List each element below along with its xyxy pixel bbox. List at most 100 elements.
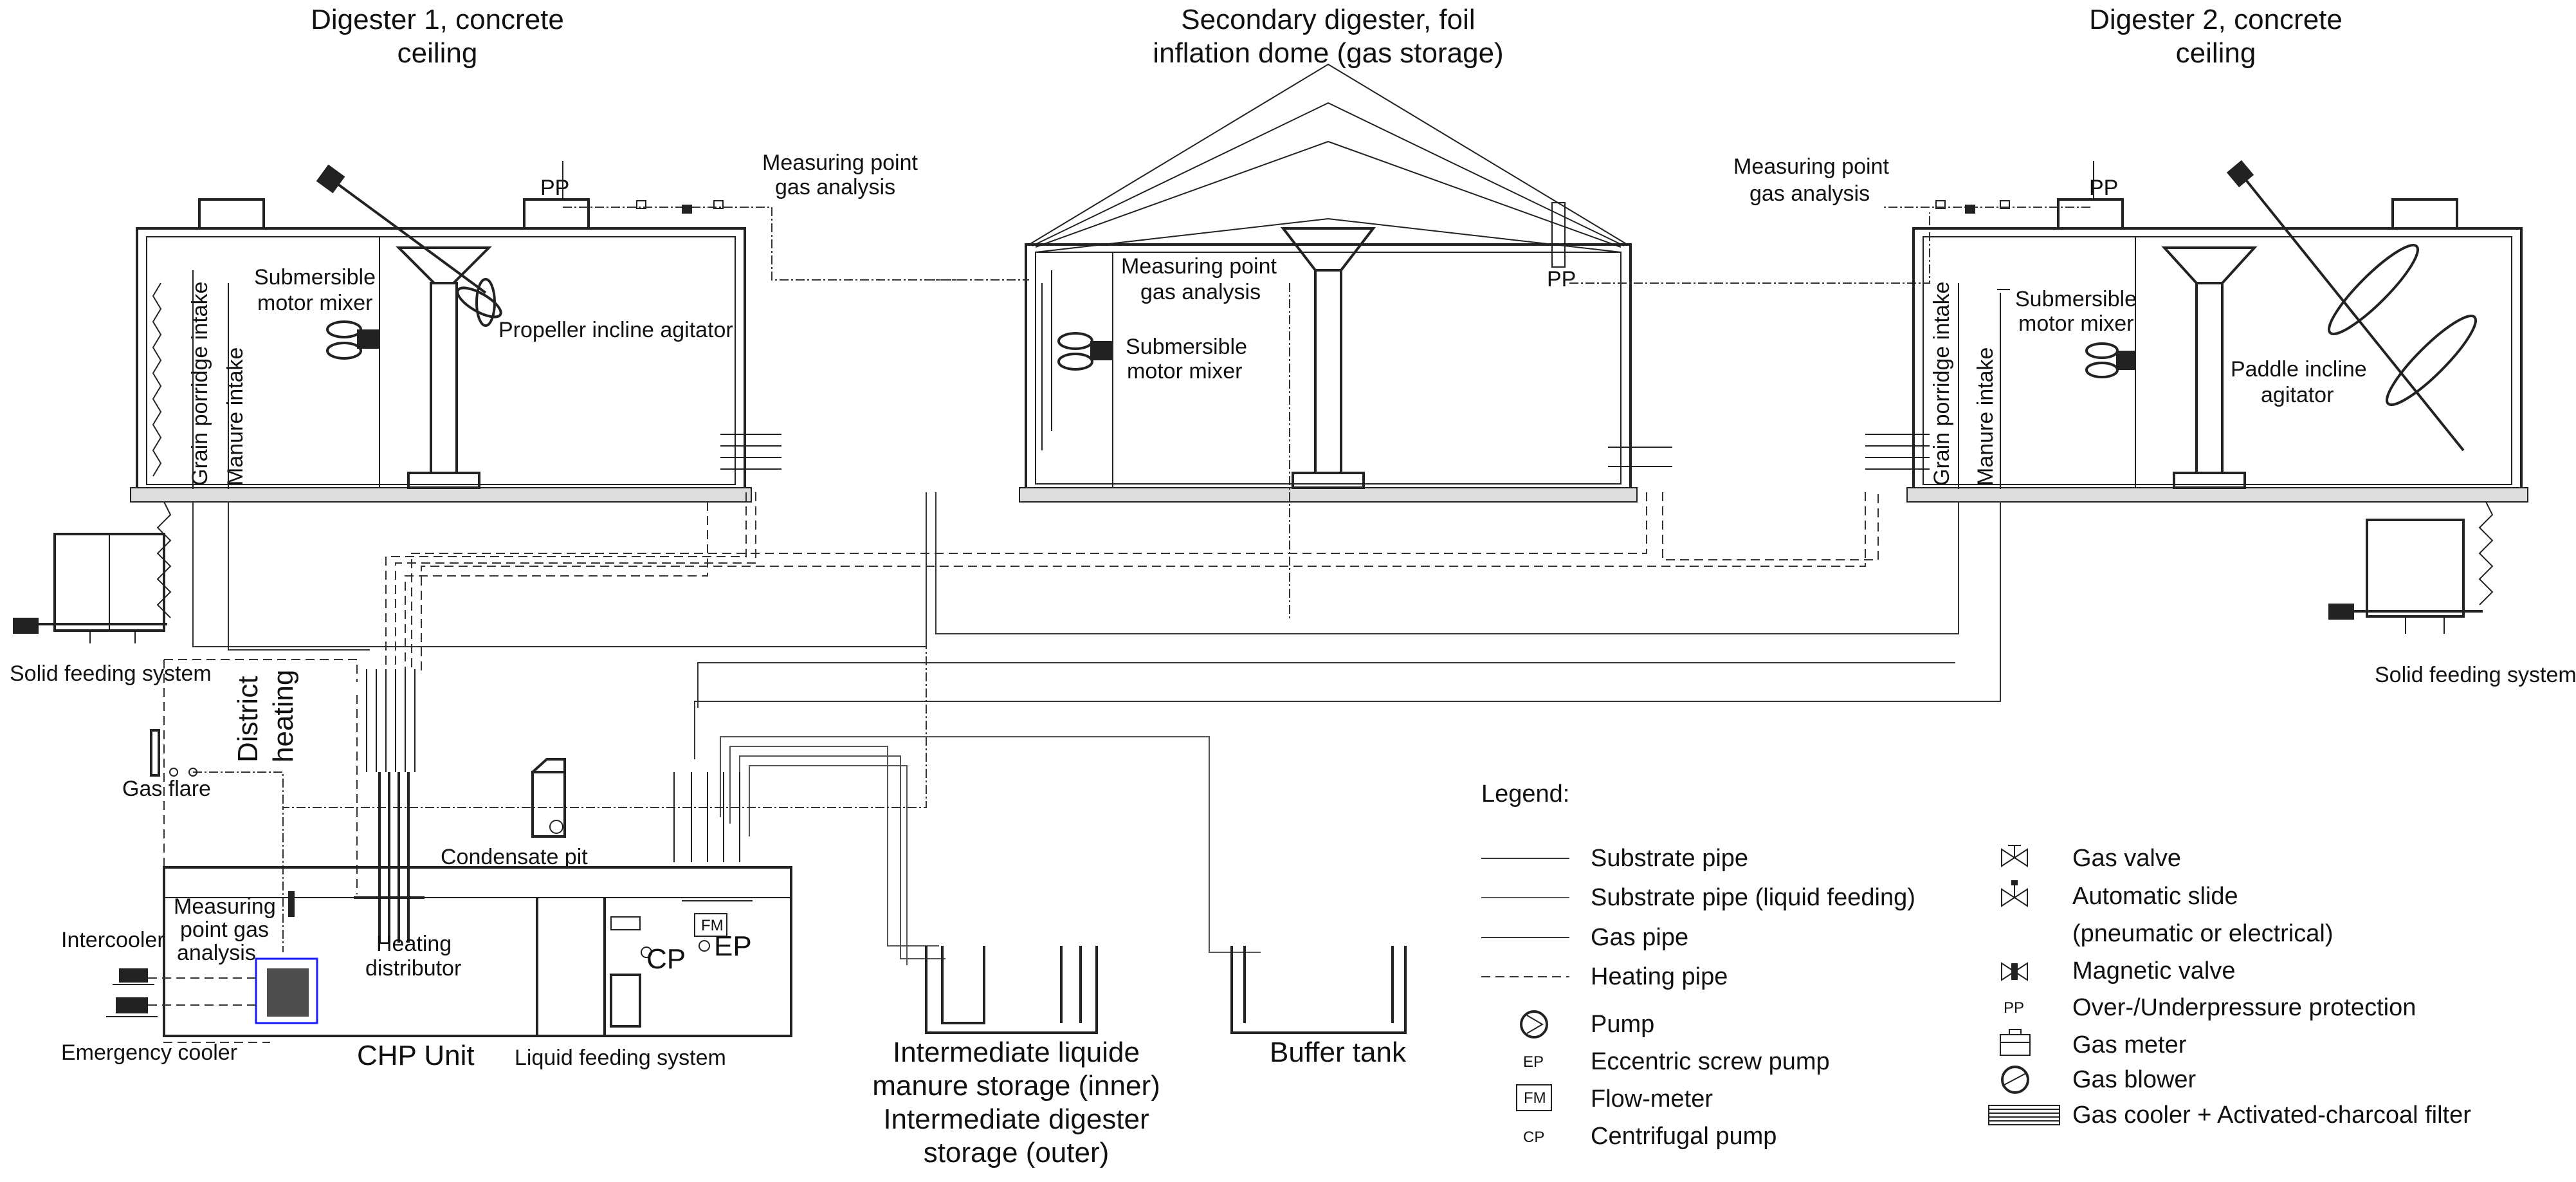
district-heating-distributor: District heating (232, 669, 425, 943)
solid-feeding-label-2: Solid feeding system (2375, 663, 2576, 687)
chp-engine-box (255, 957, 318, 1024)
gas-valve-icon (169, 768, 178, 777)
liquid-feeding-line-3 (739, 755, 945, 959)
digester-2-mixer-blade-icon (2085, 342, 2119, 359)
gas-valve-icon (2000, 200, 2010, 209)
liquid-feeding-line-2 (729, 746, 939, 947)
solid-feeding-motor-2-icon (2328, 604, 2354, 620)
legend-magnetic-valve-label: Magnetic valve (2072, 957, 2235, 984)
solid-feeding-system-1: Solid feeding system (10, 501, 212, 686)
digester-1-mixer-blade-2-icon (326, 342, 362, 360)
gas-flare-stack-icon (150, 729, 160, 777)
intermediate-label-2: manure storage (inner) (872, 1070, 1160, 1102)
chp-unit-label: CHP Unit (357, 1040, 475, 1071)
title-digester-1-line-1: Digester 1, concrete (311, 4, 564, 35)
intercooler-label: Intercooler (61, 928, 165, 952)
foil-dome-middle (1032, 102, 1625, 246)
propeller-agitator-label: Propeller incline agitator (498, 318, 733, 342)
centrifugal-pump-icon (641, 947, 652, 958)
secondary-pp-label: PP (1547, 267, 1576, 291)
digester-1-grain-intake-label: Grain porridge intake (188, 281, 212, 486)
gas-valve-icon (188, 768, 197, 777)
heating-distributor-label-1: Heating (376, 932, 452, 956)
solid-feeding-conveyor (156, 501, 172, 618)
flow-meter-icon (694, 913, 727, 937)
gas-line-to-flare (193, 771, 284, 808)
digester-1: PP Submersible motor mixer Propeller inc… (130, 151, 965, 503)
gas-valve-icon (2001, 845, 2028, 867)
legend-auto-slide-sub-label: (pneumatic or electrical) (2072, 920, 2333, 947)
substrate-line-3 (935, 492, 1959, 634)
digester-2-mixer-label-1: Submersible (2015, 287, 2137, 311)
digester-2-inner-wall (1923, 236, 2512, 485)
digester-1-mixer-label-2: motor mixer (257, 291, 372, 315)
digester-1-column-base (407, 472, 480, 489)
legend-substrate-liquid-label: Substrate pipe (liquid feeding) (1591, 884, 1915, 911)
title-digester-2-line-2: ceiling (2176, 37, 2256, 69)
digester-1-mixer-blade-icon (326, 320, 362, 338)
legend-gas-valve-label: Gas valve (2072, 845, 2181, 872)
title-secondary-line-1: Secondary digester, foil (1181, 4, 1475, 35)
measuring-point-2-line-1: Measuring point (1121, 254, 1277, 279)
heating-line-7 (164, 659, 358, 682)
solid-feeding-label-1: Solid feeding system (10, 661, 212, 686)
chp-engine-icon (267, 968, 309, 1017)
gas-flare-label: Gas flare (122, 777, 211, 801)
gas-blower-icon (2001, 1066, 2029, 1094)
digester-1-gas-line (563, 207, 965, 281)
fm-label: FM (701, 917, 724, 934)
liquid-feeding-line-1 (720, 736, 1261, 953)
liquid-feeding-line-4 (749, 765, 908, 965)
digester-2-manhole-left (2057, 198, 2124, 230)
intermediate-outer-tank (925, 946, 1098, 1034)
secondary-mixer-label-1: Submersible (1126, 335, 1247, 359)
gas-meter-icon (682, 205, 692, 214)
heating-line-6 (1662, 492, 1879, 560)
dome-tie-right (1328, 218, 1621, 253)
digester-1-manure-intake-label: Manure intake (223, 347, 248, 486)
digester-2-mixer-motor (2116, 351, 2135, 370)
buffer-tank-walls (1230, 946, 1407, 1034)
solid-feeding-hopper-2 (2366, 519, 2465, 618)
solid-feeding-conveyor-2 (2478, 501, 2494, 605)
magnetic-valve-icon (2001, 962, 2028, 981)
digester-1-gas-valves (636, 200, 724, 214)
digester-1-manhole-left (198, 198, 265, 230)
secondary-mixer-label-2: motor mixer (1127, 359, 1242, 383)
buffer-tank-label: Buffer tank (1270, 1037, 1407, 1068)
liquid-feeding-tank (610, 974, 641, 1028)
measuring-point-1-line-2: gas analysis (775, 175, 895, 199)
chp-building: Measuring point gas analysis Heating dis… (61, 772, 792, 1071)
secondary-funnel (1280, 227, 1376, 272)
digester-2-column (2195, 282, 2224, 474)
paddle-blade-2-icon (2386, 315, 2477, 406)
secondary-digester: PP Submersible motor mixer Measuring poi… (926, 63, 1930, 621)
legend-substrate-label: Substrate pipe (1591, 845, 1748, 872)
pump-icon (549, 820, 563, 834)
secondary-mixer-blade-2-icon (1057, 353, 1093, 371)
gas-meter-icon (2000, 1029, 2031, 1056)
legend-gas-label: Gas pipe (1591, 924, 1688, 951)
intercooler-icon (119, 968, 148, 983)
propeller-agitator-motor (316, 164, 345, 194)
gas-valve-icon (713, 200, 724, 209)
liquid-feeding-tank-top (610, 916, 641, 930)
digester-1-mixer-label-1: Submersible (254, 265, 376, 290)
gas-valve-icon (1935, 200, 1946, 209)
title-secondary-digester: Secondary digester, foil inflation dome … (1153, 4, 1503, 69)
heating-line-5 (421, 492, 1866, 676)
digester-2: PP Paddle incline agitator Submersible m… (1733, 154, 2528, 503)
pressure-protection-icon: PP (2004, 999, 2024, 1017)
gas-cooler-filter-icon (1988, 1105, 2060, 1125)
intermediate-label-4: storage (outer) (924, 1137, 1110, 1168)
flow-meter-icon (1516, 1084, 1552, 1111)
legend-gas-meter-label: Gas meter (2072, 1031, 2187, 1058)
paddle-blade-icon (2328, 244, 2419, 335)
condensate-pit-tank (531, 771, 566, 838)
heating-line-1 (385, 492, 747, 669)
legend-heating-label: Heating pipe (1591, 963, 1728, 990)
title-digester-1: Digester 1, concrete ceiling (311, 4, 564, 69)
substrate-line-6 (697, 662, 1955, 708)
digester-1-column (430, 282, 458, 474)
